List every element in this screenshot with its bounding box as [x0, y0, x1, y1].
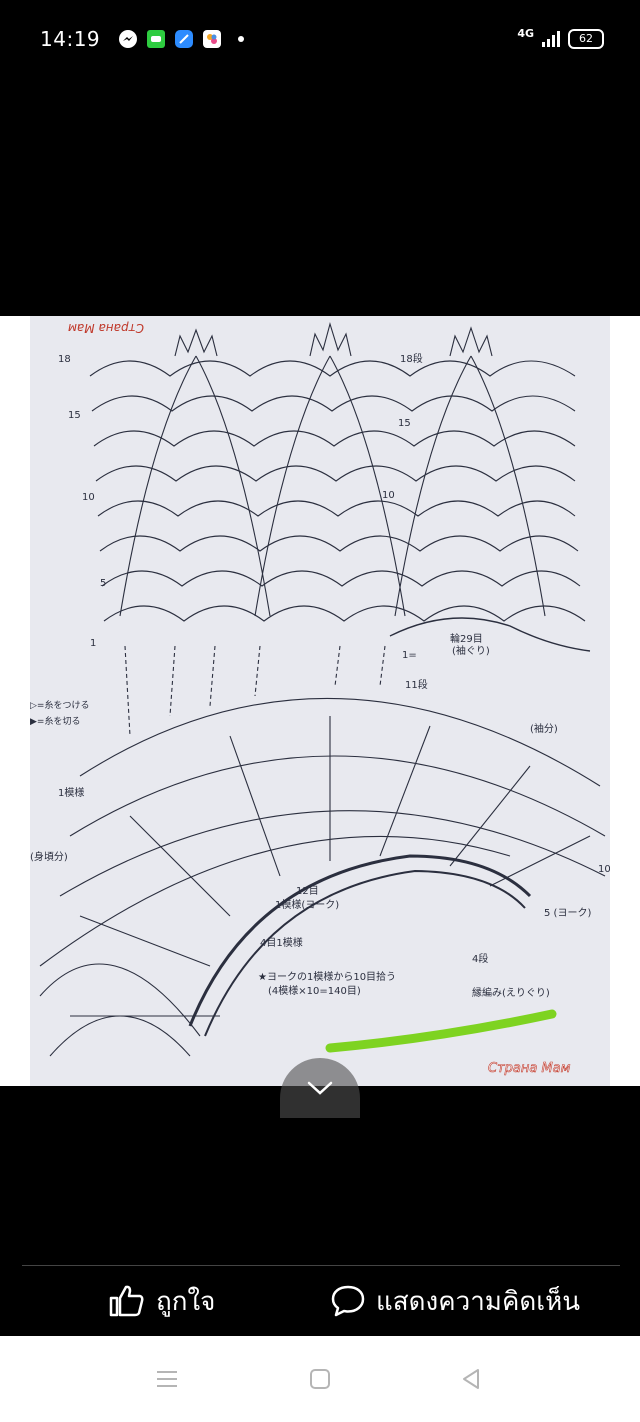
label-r18b: 18段: [400, 352, 423, 365]
line-icon: [146, 29, 166, 49]
label-pattern1: 1模様: [58, 786, 84, 799]
status-right: 4G 62: [517, 26, 604, 49]
network-type: 4G: [517, 26, 534, 40]
label-body-part: (身頃分): [30, 850, 68, 863]
label-r10b: 10: [382, 490, 395, 501]
label-row4: 4目1模様: [260, 936, 303, 949]
menu-icon: [157, 1371, 177, 1387]
watermark-bottom: Страна Мам: [488, 1061, 571, 1076]
comment-button[interactable]: แสดงความคิดเห็น: [330, 1281, 580, 1322]
label-r15: 15: [68, 410, 81, 421]
label-row4b: 4段: [472, 952, 488, 965]
label-row11: 11段: [405, 678, 428, 691]
diagram-labels: 18 15 10 5 1 18段 15 10 1= 輪29目 (袖ぐり) 11段…: [30, 352, 610, 999]
green-highlight-stroke: [325, 1009, 557, 1053]
label-row12: 12目: [296, 886, 319, 897]
label-ring-sub: (袖ぐり): [452, 644, 490, 657]
status-time: 14:19: [40, 27, 101, 51]
label-yoke1: 1模様(ヨーク): [275, 898, 339, 911]
battery-icon: 62: [568, 29, 604, 49]
notification-icons: [118, 29, 245, 49]
crochet-diagram: 18 15 10 5 1 18段 15 10 1= 輪29目 (袖ぐり) 11段…: [30, 321, 610, 1076]
home-button[interactable]: [305, 1364, 335, 1394]
label-r15b: 15: [398, 418, 411, 429]
back-button[interactable]: [456, 1364, 486, 1394]
label-edge: 縁編み(えりぐり): [472, 986, 550, 999]
diagram-yoke: [39, 697, 606, 1057]
comment-icon: [331, 1285, 365, 1317]
label-note2: (4模様×10=140目): [268, 984, 361, 997]
post-actions: ถูกใจ แสดงความคิดเห็น: [0, 1270, 640, 1332]
signal-icon: [542, 31, 560, 47]
label-ring: 輪29目: [450, 632, 483, 645]
like-button[interactable]: ถูกใจ: [108, 1281, 215, 1322]
watermark-top: Страна Мам: [68, 321, 144, 335]
like-label: ถูกใจ: [156, 1286, 216, 1317]
label-legend1: ▷=糸をつける: [30, 699, 89, 711]
label-yoke5: 5 (ヨーク): [544, 907, 591, 919]
status-bar: 14:19 4G 62: [0, 0, 640, 78]
back-icon: [463, 1369, 479, 1389]
crochet-chart-photo[interactable]: 18 15 10 5 1 18段 15 10 1= 輪29目 (袖ぐり) 11段…: [30, 316, 610, 1086]
photo-container: 18 15 10 5 1 18段 15 10 1= 輪29目 (袖ぐり) 11段…: [0, 316, 640, 1086]
label-r10: 10: [82, 492, 95, 503]
label-r5: 5: [100, 578, 106, 589]
diagram-top-fans: [89, 322, 591, 737]
photos-icon: [202, 29, 222, 49]
label-r18: 18: [58, 354, 71, 365]
more-notifications-dot: [238, 36, 245, 42]
thumbs-up-icon: [109, 1285, 144, 1317]
chevron-down-icon: [307, 1081, 333, 1095]
collapse-button[interactable]: [280, 1058, 360, 1118]
label-legend2: ▶=糸を切る: [30, 715, 80, 727]
label-sleeve: (袖分): [530, 722, 558, 735]
label-note1: ★ヨークの1模様から10目拾う: [258, 970, 396, 983]
messenger-icon: [118, 29, 138, 49]
app-blue-icon: [174, 29, 194, 49]
system-nav-bar: [0, 1336, 640, 1422]
home-icon: [310, 1369, 330, 1389]
label-row10r: 10: [598, 864, 610, 875]
label-r1: 1: [90, 638, 96, 649]
comment-label: แสดงความคิดเห็น: [376, 1286, 581, 1317]
label-r1eq: 1=: [402, 650, 417, 661]
recent-apps-button[interactable]: [152, 1364, 182, 1394]
actions-divider: [22, 1265, 620, 1266]
